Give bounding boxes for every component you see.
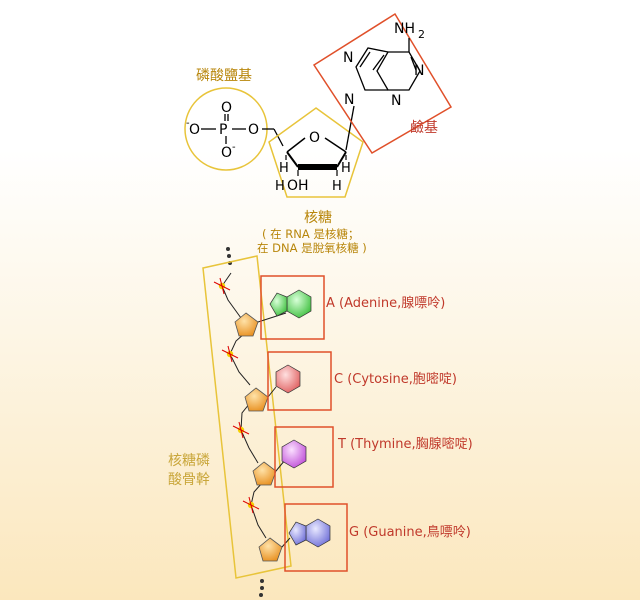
backbone-highlight xyxy=(202,255,292,579)
phosphate-3 xyxy=(232,421,250,439)
base-box-c xyxy=(267,351,332,411)
sugar-label: 核糖 xyxy=(304,210,332,226)
base-cytosine-small xyxy=(275,364,301,394)
backbone-phosphates xyxy=(213,277,260,514)
backbone-sugars xyxy=(234,312,283,562)
sugar-h-3: H xyxy=(332,179,342,194)
base-label-t: T (Thymine,胸腺嘧啶) xyxy=(337,437,473,452)
backbone-label-line-1: 核糖磷 xyxy=(168,453,210,469)
phosphate-1 xyxy=(213,277,231,295)
adenine-structure xyxy=(355,38,421,91)
base-box-g xyxy=(284,503,348,572)
phosphate-o-right: O xyxy=(248,122,259,138)
sugar-ring-oxygen: O xyxy=(309,130,320,146)
sugar-note-line-2: 在 DNA 是脫氧核糖 ) xyxy=(257,241,367,255)
backbone-label-line-2: 酸骨幹 xyxy=(168,471,210,488)
sugar-4 xyxy=(258,537,283,562)
adenine-n-1: N xyxy=(414,63,424,79)
base-label: 鹼基 xyxy=(410,119,438,136)
sugar-oh: OH xyxy=(287,178,309,194)
sugar-1 xyxy=(234,312,259,337)
phosphate-group-label: 磷酸鹽基 xyxy=(196,67,252,84)
phosphate-4 xyxy=(242,496,260,514)
base-box-a xyxy=(260,275,325,340)
strand-continuation-bottom xyxy=(259,579,264,597)
sugar-h-4: H xyxy=(275,179,285,194)
base-box-t xyxy=(274,426,334,488)
sugar-ring-structure: O H H OH H H xyxy=(275,105,355,194)
adenine-nh2: NH xyxy=(394,21,415,37)
phosphate-group-structure: O O - P O O - xyxy=(186,100,284,161)
adenine-n-7: N xyxy=(343,50,353,66)
phosphate-o-bottom: O xyxy=(221,145,232,161)
adenine-labels: NH 2 N N N N xyxy=(343,21,425,109)
adenine-n-9: N xyxy=(344,92,354,108)
adenine-n-3: N xyxy=(391,93,401,109)
phosphate-o-top: O xyxy=(221,100,232,116)
sugar-note-line-1: ( 在 RNA 是核糖； xyxy=(262,227,359,241)
base-thymine-small xyxy=(281,439,307,469)
adenine-nh2-sub: 2 xyxy=(418,28,425,41)
phosphate-minus-bottom: - xyxy=(232,142,236,153)
base-label-g: G (Guanine,鳥嘌呤) xyxy=(349,524,471,540)
phosphate-2 xyxy=(221,345,239,363)
phosphate-p: P xyxy=(219,122,227,138)
base-guanine-small xyxy=(288,518,331,548)
sugar-2 xyxy=(244,387,269,412)
base-label-c: C (Cytosine,胞嘧啶) xyxy=(334,372,457,387)
base-highlight-rectangle xyxy=(312,12,453,155)
sugar-highlight-pentagon xyxy=(268,107,364,198)
base-boxes xyxy=(260,275,348,572)
sugar-3 xyxy=(252,461,277,486)
phosphate-minus-left: - xyxy=(186,118,190,129)
sugar-h-1: H xyxy=(279,161,289,176)
base-adenine-small xyxy=(269,289,312,319)
phosphate-o-left: O xyxy=(189,122,200,138)
base-label-a: A (Adenine,腺嘌呤) xyxy=(326,295,445,311)
sugar-h-2: H xyxy=(341,161,351,176)
